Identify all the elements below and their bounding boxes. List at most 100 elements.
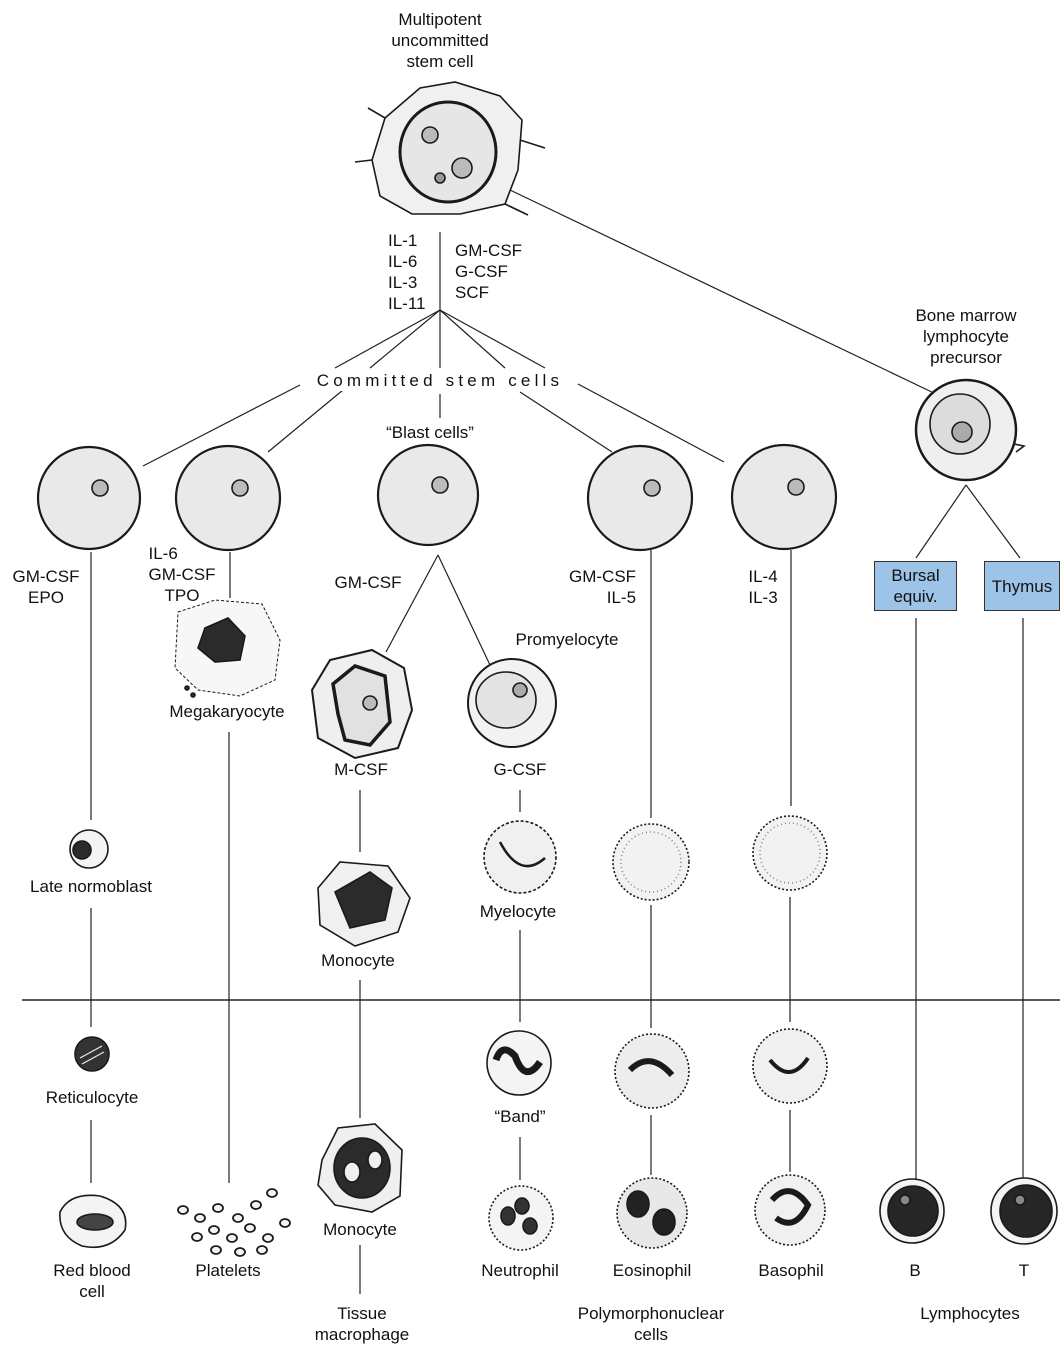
bursal-line-2: equiv.	[893, 587, 938, 606]
line-fan-1	[334, 309, 441, 369]
line-myeloid-split-left	[385, 554, 439, 653]
myelocyte-label: Myelocyte	[479, 902, 557, 921]
lymph-precursor-label: Bone marrow lymphocyte precursor	[915, 305, 1016, 368]
multipotent-stem-cell	[354, 81, 546, 216]
reticulocyte-cell	[74, 1036, 110, 1072]
line-committed-to-megakaryocytic	[267, 389, 344, 453]
root-label-line-3: stem cell	[406, 52, 474, 71]
factor-item: IL-5	[606, 588, 637, 607]
line-lymph-right	[965, 484, 1021, 559]
rbc-line-2: cell	[79, 1282, 105, 1301]
t-label: T	[1018, 1261, 1030, 1280]
reticulocyte-label: Reticulocyte	[45, 1088, 139, 1107]
polymorphonuclear-line-1: Polymorphonuclear	[577, 1304, 725, 1323]
factor-item: IL-1	[388, 231, 418, 250]
eosinophil-label: Eosinophil	[612, 1261, 692, 1280]
polymorphonuclear-line-2: cells	[633, 1325, 668, 1344]
blast-cell-eosinophil	[586, 444, 694, 552]
promyelocyte-label: Promyelocyte	[515, 630, 619, 649]
basophil-metamyelocyte-cell	[752, 1028, 828, 1104]
factor-item: IL-11	[388, 294, 426, 313]
late-normoblast-cell	[69, 829, 109, 869]
basophil-cell	[754, 1174, 826, 1246]
line-fan-2	[369, 309, 441, 369]
lymphocytes-label: Lymphocytes	[920, 1304, 1020, 1323]
factor-item: IL-4	[748, 567, 778, 586]
tissue-macrophage-cell	[317, 1123, 403, 1213]
factor-item: GM-CSF	[148, 565, 216, 584]
factor-item: IL-3	[748, 588, 778, 607]
blast-cell-erythroid	[36, 445, 142, 551]
myeloid-factors: GM-CSF	[334, 573, 402, 592]
erythroid-factors: GM-CSF EPO	[12, 566, 79, 608]
tissue-macrophage-line-1: Tissue	[337, 1304, 387, 1323]
line-root-to-lymph	[509, 189, 939, 396]
factor-item: IL-6	[148, 544, 178, 563]
root-label-line-1: Multipotent	[398, 10, 482, 29]
factor-item: IL-3	[388, 273, 418, 292]
line-committed-to-erythroid	[142, 384, 301, 467]
megakaryocyte-label: Megakaryocyte	[169, 702, 285, 721]
band-cell	[486, 1030, 552, 1096]
neutrophil-label: Neutrophil	[481, 1261, 559, 1280]
red-blood-cell-shape	[59, 1194, 127, 1249]
lymph-precursor-cell	[914, 378, 1026, 482]
neutrophil-cell	[488, 1185, 554, 1251]
factor-item: EPO	[28, 588, 64, 607]
megakaryocytic-factors: IL-6 GM-CSF TPO	[148, 543, 215, 606]
factor-item: SCF	[455, 283, 489, 302]
m-csf-label: M-CSF	[334, 760, 388, 779]
polymorphonuclear-label: Polymorphonuclear cells	[578, 1303, 724, 1345]
monocytoid-cell	[310, 648, 414, 760]
bursal-equiv-box: Bursal equiv.	[874, 561, 957, 611]
platelets-label: Platelets	[195, 1261, 261, 1280]
myelocyte-cell	[483, 820, 557, 894]
megakaryocyte-cell	[174, 599, 281, 698]
band-label: “Band”	[494, 1107, 546, 1126]
factor-item: G-CSF	[455, 262, 508, 281]
factor-item: TPO	[164, 586, 200, 605]
g-csf-label: G-CSF	[493, 760, 547, 779]
monocyte-label-1: Monocyte	[321, 951, 395, 970]
blast-cell-megakaryocytic	[174, 444, 282, 552]
blast-cells-label: “Blast cells”	[386, 423, 474, 442]
line-fan-5	[439, 309, 546, 369]
factor-item: IL-6	[388, 252, 418, 271]
factor-item: GM-CSF	[12, 567, 80, 586]
line-committed-to-basophil	[577, 383, 725, 463]
eosinophil-metamyelocyte-cell	[614, 1033, 690, 1109]
platelets-shapes	[177, 1188, 291, 1257]
monocyte-label-2: Monocyte	[323, 1220, 397, 1239]
root-label-line-2: uncommitted	[391, 31, 489, 50]
eosinophil-cell	[616, 1177, 688, 1249]
bursal-line-1: Bursal	[891, 566, 940, 585]
factors-left: IL-1 IL-6 IL-3 IL-11	[388, 230, 426, 314]
tissue-macrophage-line-2: macrophage	[314, 1325, 410, 1344]
blast-cell-myeloid	[376, 443, 480, 547]
tissue-macrophage-label: Tissue macrophage	[315, 1303, 410, 1345]
line-committed-to-eosinophil	[519, 391, 613, 453]
eosinophil-myelocyte-cell	[612, 823, 690, 901]
factor-item: GM-CSF	[455, 241, 523, 260]
committed-stem-cells-label: Committed stem cells	[314, 370, 566, 391]
basophil-factors: IL-4 IL-3	[748, 566, 777, 608]
lymph-precursor-line-3: precursor	[930, 348, 1002, 367]
eosinophil-factors: GM-CSF IL-5	[569, 566, 636, 608]
root-label: Multipotent uncommitted stem cell	[391, 9, 488, 72]
lymph-precursor-line-2: lymphocyte	[923, 327, 1009, 346]
blast-cell-basophil	[730, 443, 838, 551]
promyelocyte-cell	[467, 658, 557, 748]
thymus-box: Thymus	[984, 561, 1060, 611]
line-fan-4	[439, 309, 506, 369]
line-myeloid-split-right	[437, 554, 491, 666]
late-normoblast-label: Late normoblast	[30, 877, 152, 896]
t-lymphocyte-cell	[990, 1177, 1058, 1245]
lymph-precursor-line-1: Bone marrow	[915, 306, 1017, 325]
rbc-line-1: Red blood	[53, 1261, 131, 1280]
factor-item: GM-CSF	[569, 567, 637, 586]
basophil-myelocyte-cell	[752, 815, 828, 891]
red-blood-cell-label: Red blood cell	[53, 1260, 131, 1302]
cell-drawings	[36, 81, 1058, 1257]
